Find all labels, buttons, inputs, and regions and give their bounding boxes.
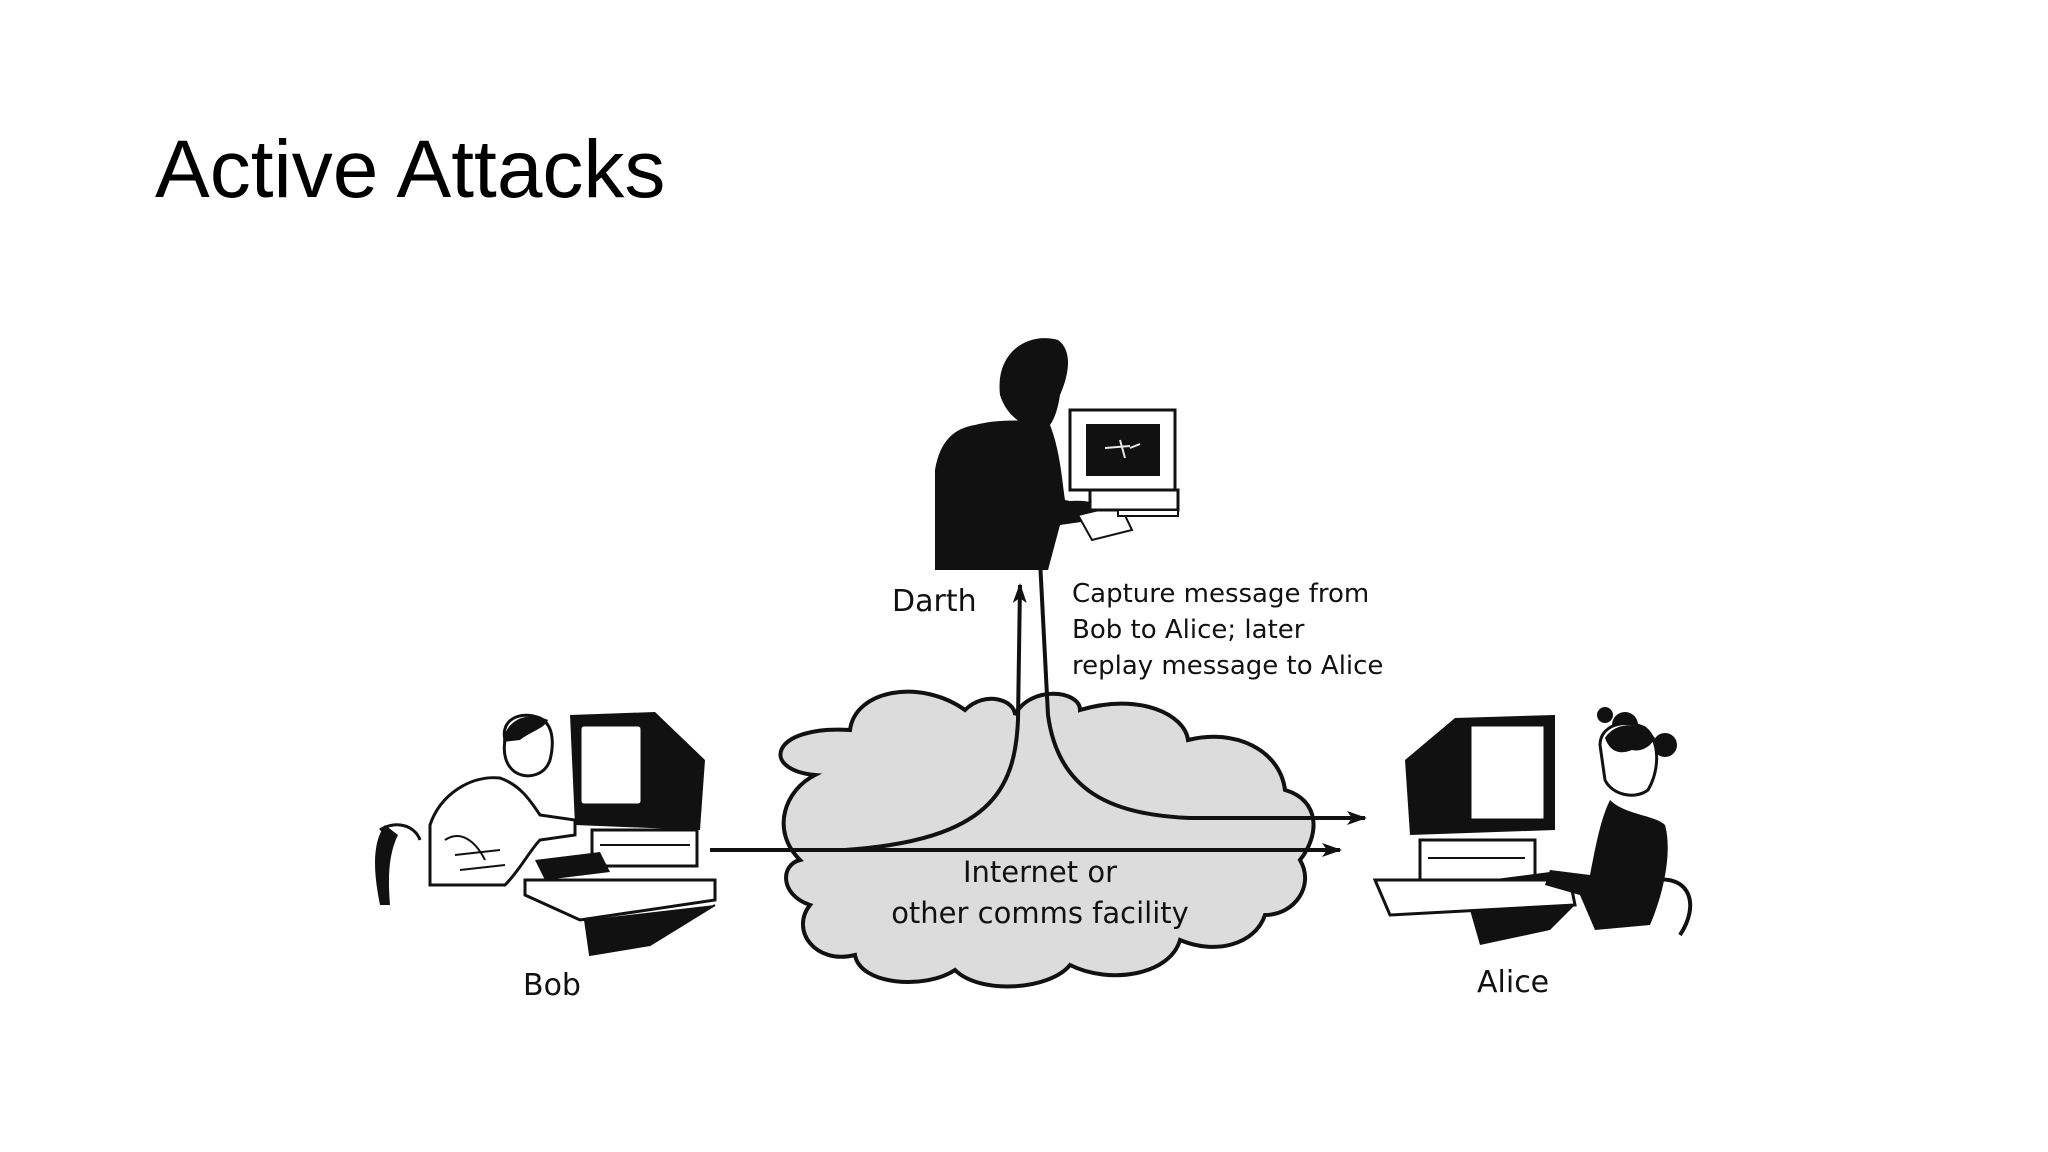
bob-figure-icon — [375, 713, 577, 905]
darth-label: Darth — [892, 584, 977, 619]
darth-computer-icon — [1068, 408, 1180, 517]
capture-arrow — [710, 583, 1027, 852]
bob-computer-icon — [523, 712, 717, 957]
slide-title: Active Attacks — [155, 124, 666, 215]
network-cloud — [778, 689, 1316, 989]
alice-figure-icon — [1545, 707, 1693, 937]
annotation-line3: replay message to Alice — [1072, 651, 1383, 681]
alice-computer-icon — [1372, 715, 1577, 945]
bob-label: Bob — [523, 968, 581, 1003]
annotation-line2: Bob to Alice; later — [1072, 615, 1305, 645]
darth-figure-icon — [935, 338, 1134, 570]
annotation-line1: Capture message from — [1072, 579, 1369, 609]
alice-label: Alice — [1477, 965, 1549, 1000]
network-label-line2: other comms facility — [891, 896, 1189, 930]
network-label-line1: Internet or — [963, 855, 1117, 889]
replay-arrow — [1038, 559, 1367, 825]
